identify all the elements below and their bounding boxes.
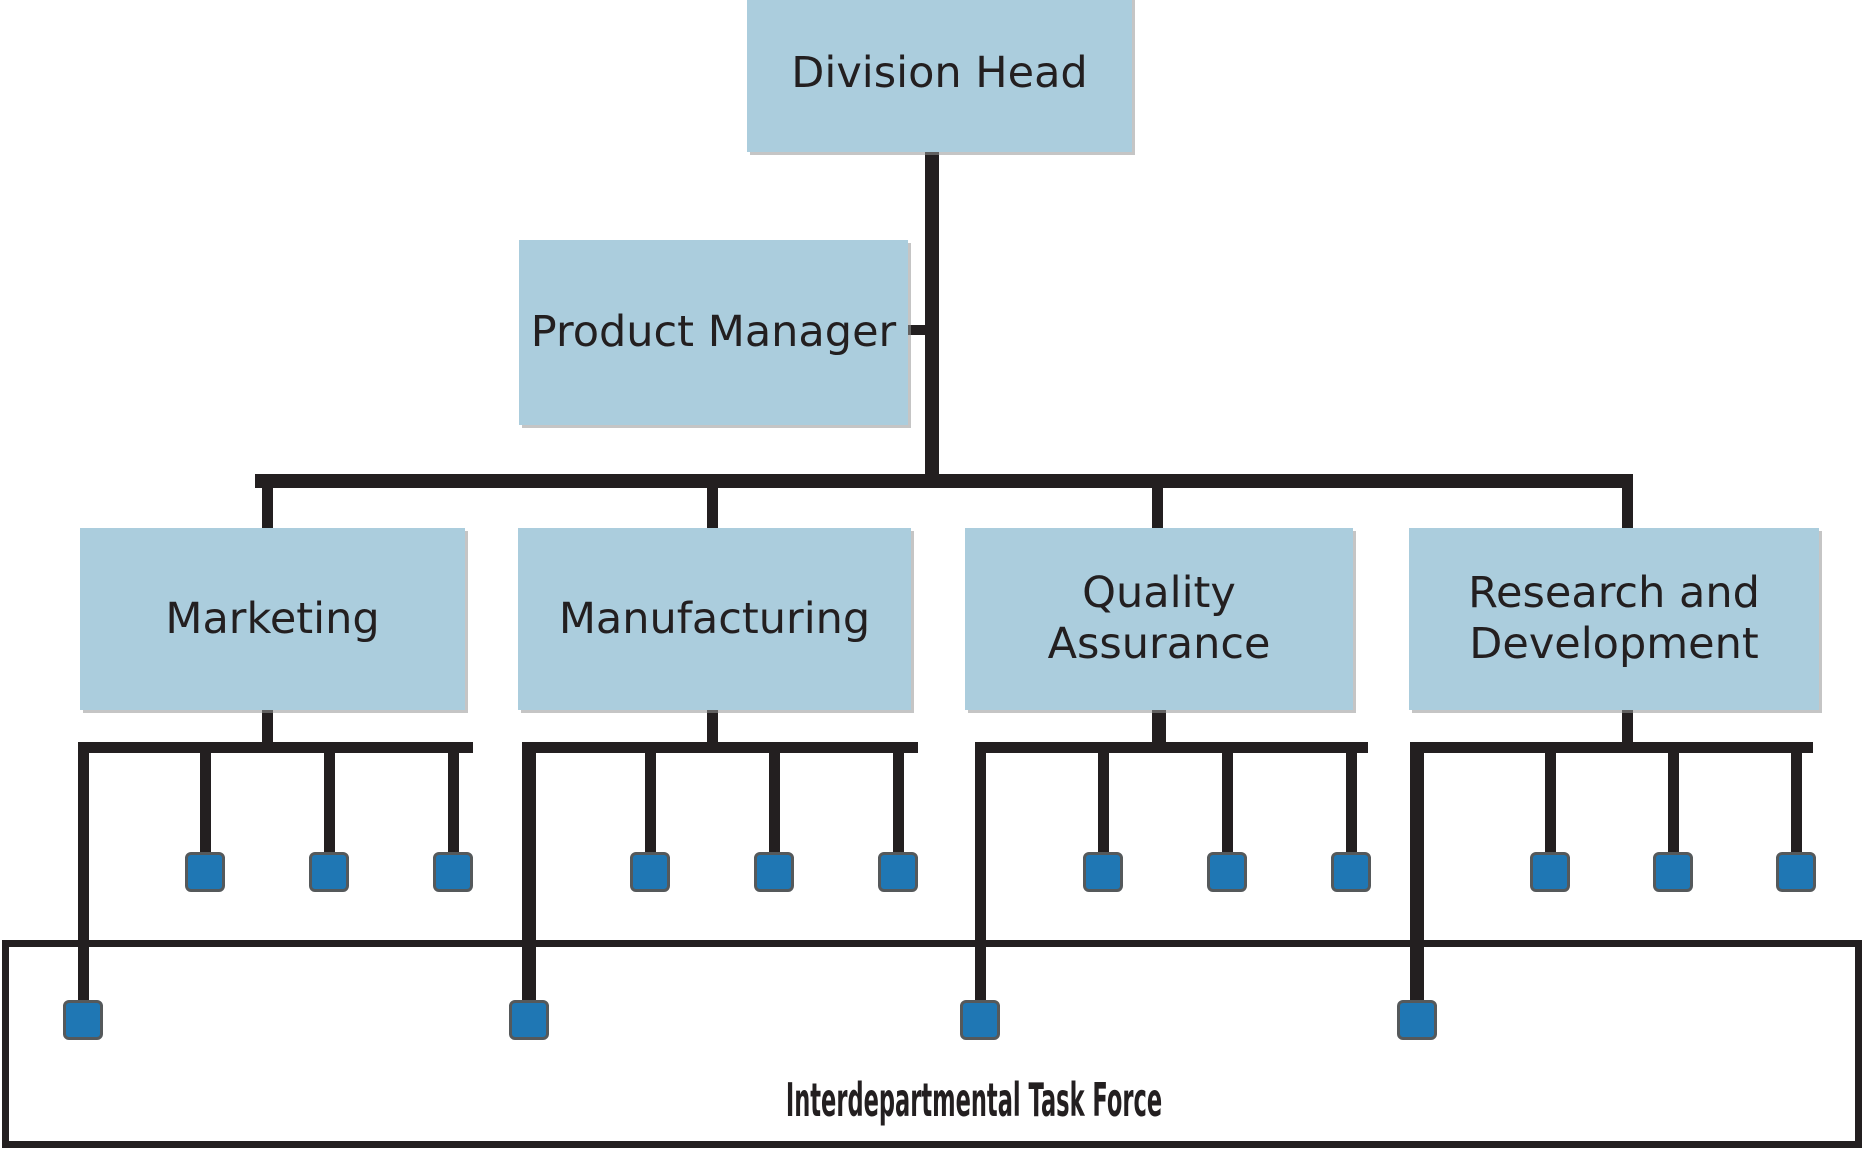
node-marketing-label: Marketing bbox=[165, 593, 380, 644]
marker-manufacturing-sub-2[interactable] bbox=[754, 852, 794, 892]
node-quality-assurance[interactable]: Quality Assurance bbox=[965, 528, 1353, 710]
connector-quality-assurance-bus bbox=[975, 742, 1368, 753]
marker-marketing-sub-2[interactable] bbox=[309, 852, 349, 892]
connector-marketing-stem bbox=[262, 705, 273, 750]
marker-marketing-sub-1[interactable] bbox=[185, 852, 225, 892]
connector-marketing-bus bbox=[78, 742, 473, 753]
connector-research-development-stem bbox=[1622, 705, 1633, 750]
connector-quality-assurance-to-taskforce bbox=[975, 742, 986, 1010]
interdepartmental-task-force-label-text: Interdepartmental Task Force bbox=[785, 1073, 1163, 1127]
interdepartmental-task-force-box bbox=[2, 940, 1862, 1148]
node-research-development-label: Research and Development bbox=[1468, 568, 1760, 669]
connector-marketing-sub-3 bbox=[448, 742, 459, 855]
connector-drop-research-development bbox=[1622, 480, 1633, 536]
marker-research-development-sub-3[interactable] bbox=[1776, 852, 1816, 892]
marker-manufacturing-sub-3[interactable] bbox=[878, 852, 918, 892]
connector-research-development-sub-2 bbox=[1668, 742, 1679, 855]
connector-marketing-to-taskforce bbox=[78, 742, 89, 1010]
connector-manufacturing-stem bbox=[707, 705, 718, 750]
node-manufacturing-label: Manufacturing bbox=[558, 593, 871, 644]
marker-taskforce-member-2[interactable] bbox=[509, 1000, 549, 1040]
connector-research-development-to-taskforce bbox=[1410, 742, 1424, 1010]
connector-quality-assurance-stem bbox=[1152, 705, 1166, 750]
connector-research-development-bus bbox=[1410, 742, 1813, 753]
marker-research-development-sub-2[interactable] bbox=[1653, 852, 1693, 892]
node-research-development[interactable]: Research and Development bbox=[1409, 528, 1819, 710]
connector-research-development-sub-3 bbox=[1791, 742, 1802, 855]
marker-marketing-sub-3[interactable] bbox=[433, 852, 473, 892]
marker-quality-assurance-sub-3[interactable] bbox=[1331, 852, 1371, 892]
interdepartmental-task-force-label: Interdepartmental Task Force bbox=[786, 1073, 1162, 1127]
connector-marketing-sub-2 bbox=[324, 742, 335, 855]
marker-research-development-sub-1[interactable] bbox=[1530, 852, 1570, 892]
connector-product-manager-stub bbox=[900, 325, 932, 335]
connector-manufacturing-sub-2 bbox=[769, 742, 780, 855]
node-product-manager-label: Product Manager bbox=[530, 307, 897, 358]
node-division-head-label: Division Head bbox=[791, 47, 1088, 98]
marker-taskforce-member-3[interactable] bbox=[960, 1000, 1000, 1040]
node-division-head[interactable]: Division Head bbox=[747, 0, 1132, 152]
connector-research-development-sub-1 bbox=[1545, 742, 1556, 855]
connector-manufacturing-bus bbox=[522, 742, 918, 753]
connector-manufacturing-sub-3 bbox=[893, 742, 904, 855]
connector-manufacturing-sub-1 bbox=[645, 742, 656, 855]
marker-manufacturing-sub-1[interactable] bbox=[630, 852, 670, 892]
marker-taskforce-member-4[interactable] bbox=[1397, 1000, 1437, 1040]
node-product-manager[interactable]: Product Manager bbox=[519, 240, 908, 425]
marker-quality-assurance-sub-1[interactable] bbox=[1083, 852, 1123, 892]
marker-taskforce-member-1[interactable] bbox=[63, 1000, 103, 1040]
connector-drop-quality-assurance bbox=[1152, 480, 1163, 536]
connector-marketing-sub-1 bbox=[200, 742, 211, 855]
connector-quality-assurance-sub-3 bbox=[1346, 742, 1357, 855]
node-quality-assurance-label: Quality Assurance bbox=[1047, 568, 1271, 669]
connector-drop-marketing bbox=[262, 480, 273, 536]
node-manufacturing[interactable]: Manufacturing bbox=[518, 528, 911, 710]
connector-drop-manufacturing bbox=[707, 480, 718, 536]
connector-quality-assurance-sub-1 bbox=[1098, 742, 1109, 855]
node-marketing[interactable]: Marketing bbox=[80, 528, 465, 710]
trunk-division-head bbox=[925, 150, 939, 484]
connector-manufacturing-to-taskforce bbox=[522, 742, 536, 1010]
distribution-bar-departments bbox=[255, 474, 1633, 488]
connector-quality-assurance-sub-2 bbox=[1222, 742, 1233, 855]
marker-quality-assurance-sub-2[interactable] bbox=[1207, 852, 1247, 892]
